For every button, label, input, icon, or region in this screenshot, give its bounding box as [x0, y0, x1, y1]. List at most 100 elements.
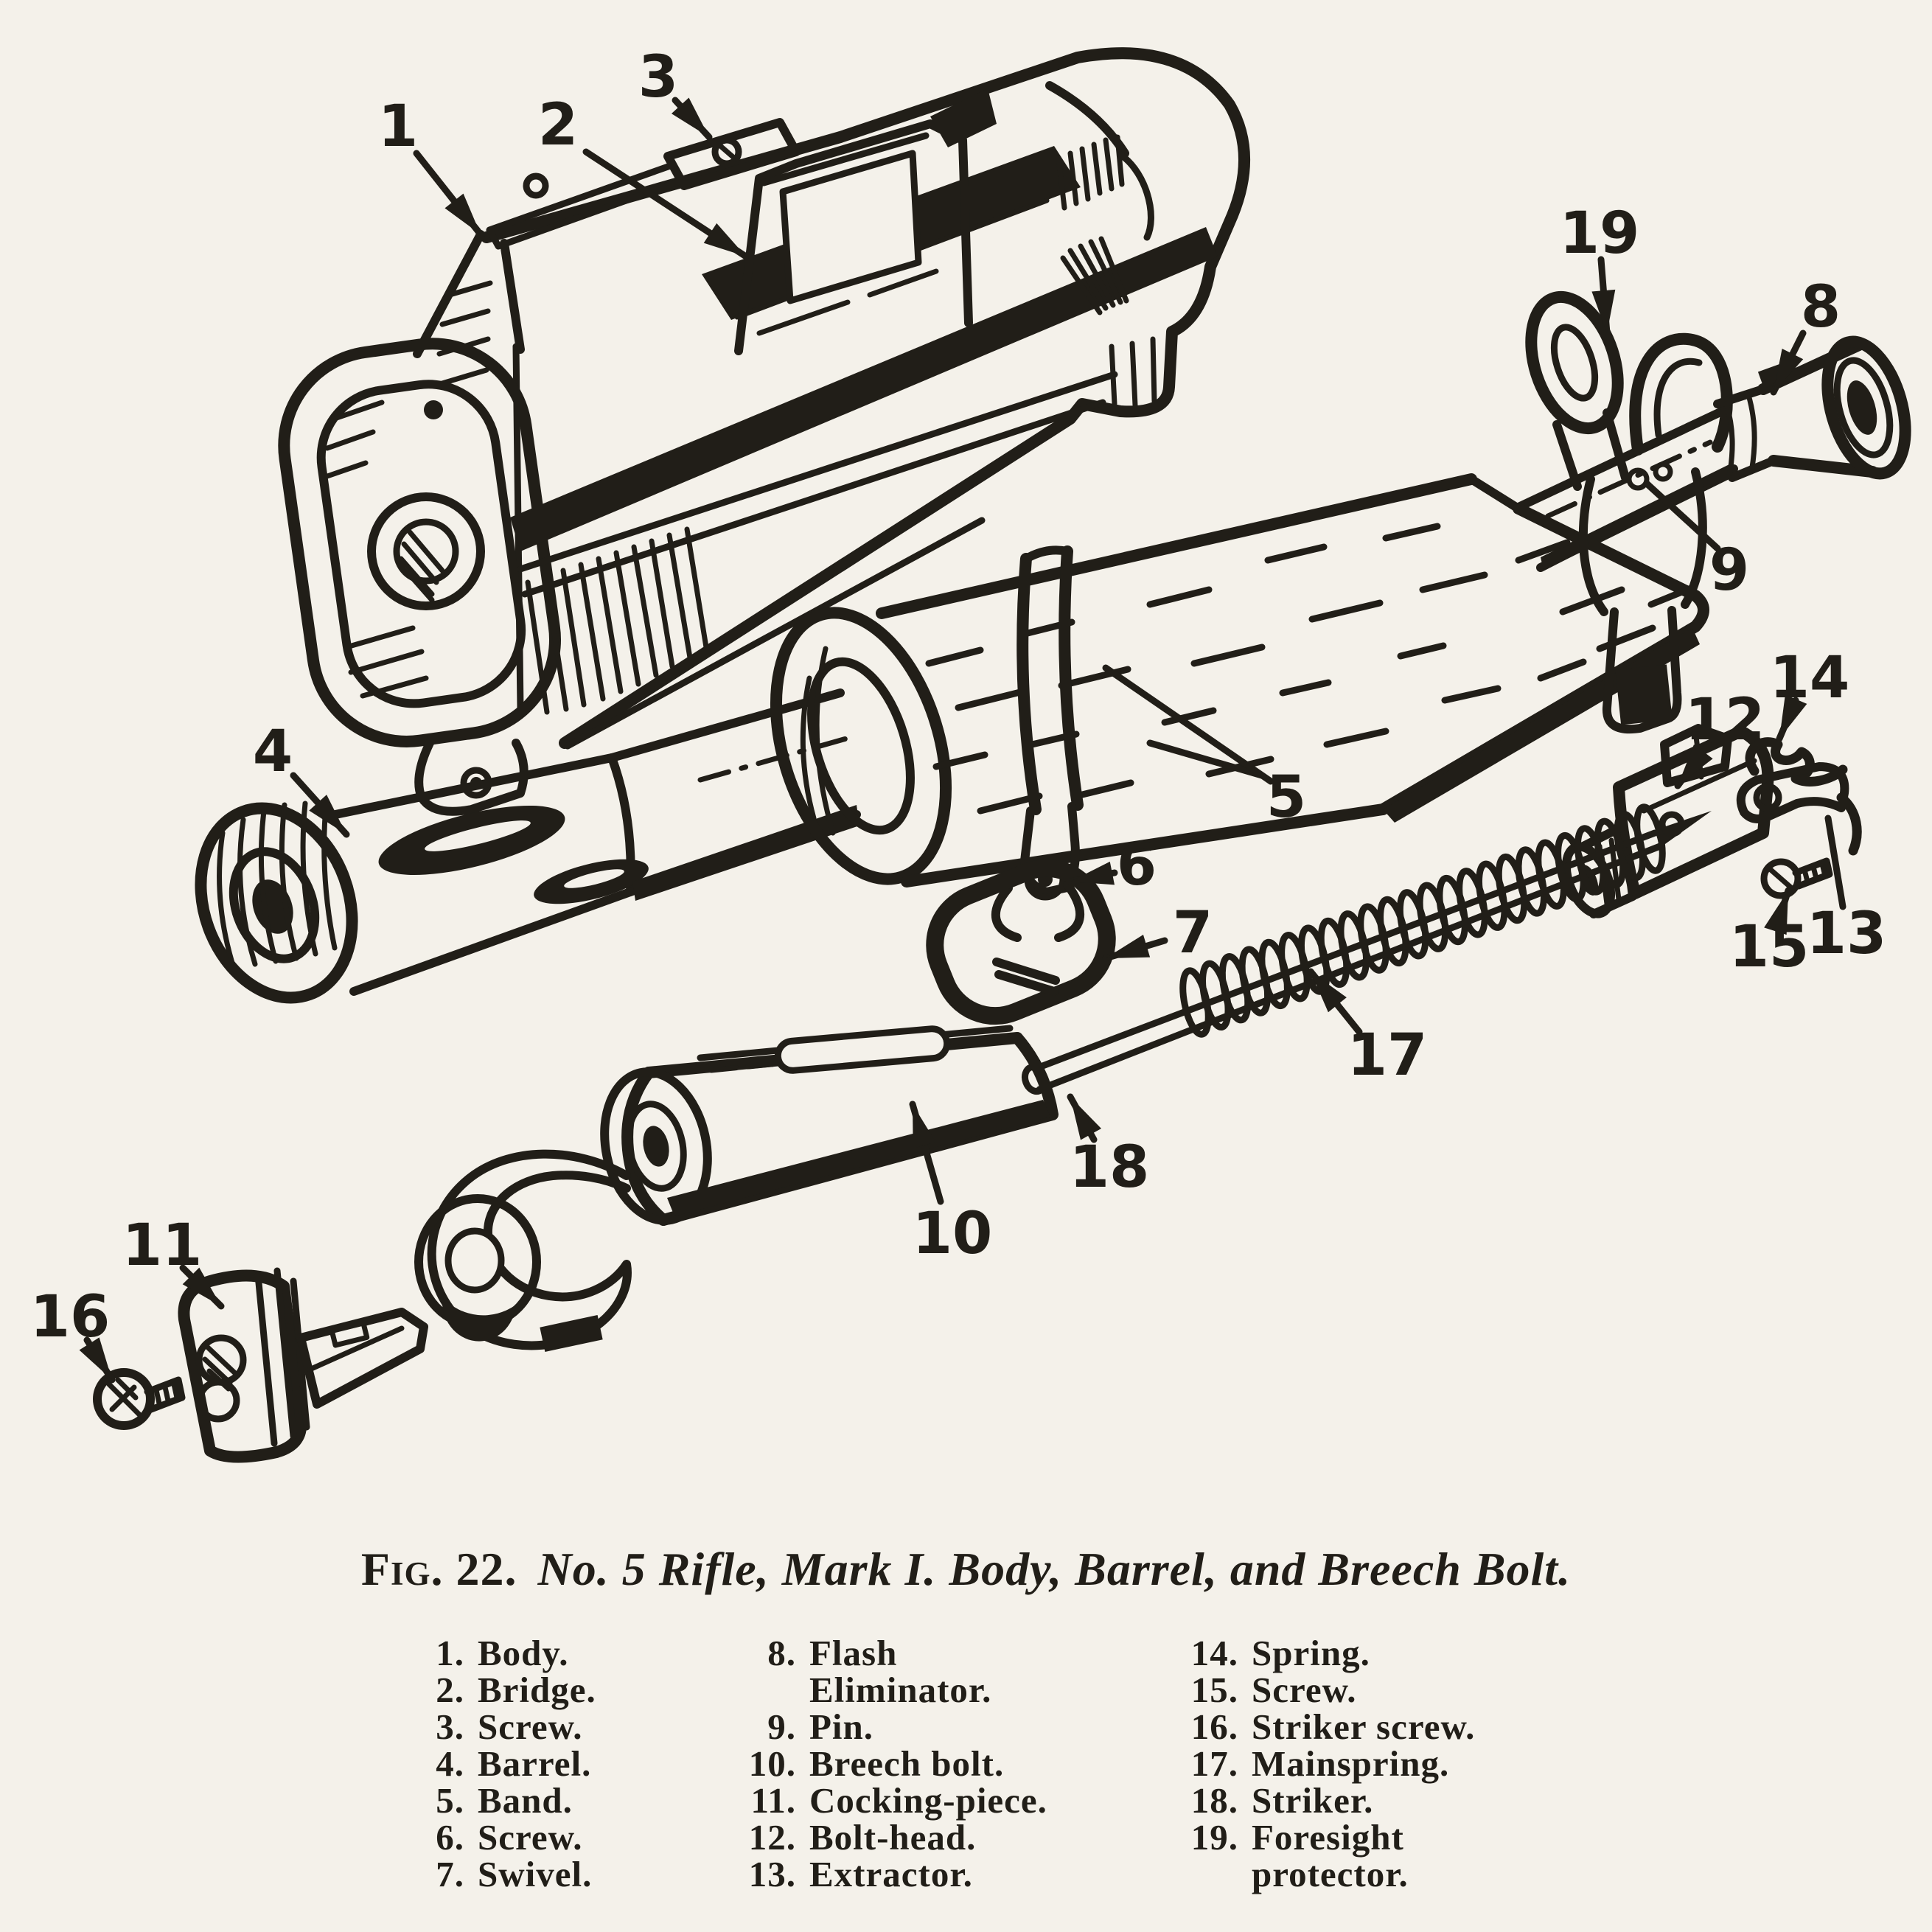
callout-19-leader — [1591, 256, 1616, 337]
legend-item-label: Pin. — [809, 1706, 874, 1747]
legend-item: 13. Extractor. — [726, 1853, 1047, 1894]
pin-drawing — [1626, 461, 1673, 491]
legend-item: Eliminator. — [726, 1669, 1047, 1710]
legend-item: 1. Body. — [402, 1632, 596, 1673]
legend-item: 14.Spring. — [1165, 1632, 1475, 1673]
callout-5-leader — [1146, 739, 1266, 779]
mainspring-striker-drawing — [1021, 803, 1712, 1095]
legend-item: 11. Cocking-piece. — [726, 1779, 1047, 1821]
legend-item-number: 5. — [436, 1780, 464, 1821]
callout-18-leader — [1067, 1093, 1102, 1143]
callout-15-leader — [1764, 887, 1792, 935]
legend-column-1: 1.Body.2.Bridge.3.Screw.4.Barrel.5.Band.… — [402, 1632, 596, 1894]
callout-9-leader — [1643, 480, 1721, 552]
legend-item-label: Swivel. — [478, 1854, 593, 1894]
callout-19-label-foresight-protector: 19 — [1560, 200, 1640, 267]
legend-item: 6. Screw. — [402, 1816, 596, 1858]
legend-item-number: 2. — [436, 1670, 464, 1710]
legend-item: 19.Foresight — [1165, 1816, 1475, 1858]
callout-12-leader — [1674, 741, 1713, 789]
legend-item-number: 16. — [1190, 1706, 1238, 1747]
callout-5-leader-2 — [1102, 664, 1274, 785]
swivel-drawing — [926, 859, 1116, 1025]
legend-item-label: Screw. — [478, 1706, 583, 1747]
callout-14-label-spring: 14 — [1770, 645, 1850, 711]
striker-screw-drawing — [93, 1368, 186, 1430]
callout-17-leader — [1307, 968, 1363, 1036]
callout-11-leader — [179, 1264, 225, 1310]
screw-15-drawing — [1760, 857, 1833, 899]
legend-item-number: 9. — [767, 1706, 796, 1747]
legend-item-number: 6. — [436, 1817, 464, 1858]
legend-item-number: 4. — [436, 1743, 464, 1784]
legend-item: 5. Band. — [402, 1779, 596, 1821]
foresight-protector-drawing — [1525, 290, 1733, 734]
legend-item-label: Eliminator. — [809, 1670, 992, 1710]
legend-item-number: 1. — [436, 1633, 464, 1673]
legend-item: 10. Breech bolt. — [726, 1743, 1047, 1784]
legend-item: 12.Bolt-head. — [726, 1816, 1047, 1858]
legend-item: 7. Swivel. — [402, 1853, 596, 1894]
figure-title: No. 5 Rifle, Mark I. Body, Barrel, and B… — [537, 1543, 1572, 1595]
legend-item: 4. Barrel. — [402, 1743, 596, 1784]
legend-item-label: protector. — [1252, 1854, 1409, 1894]
callout-16-leader — [79, 1336, 116, 1384]
callout-5-label-band: 5 — [1266, 764, 1306, 831]
legend-item-number: 18. — [1190, 1780, 1238, 1821]
legend-item-number: 13. — [748, 1854, 796, 1894]
callout-10-leader — [909, 1101, 944, 1205]
callout-17-label-mainspring: 17 — [1347, 1022, 1428, 1089]
legend-item-label: Flash — [809, 1633, 898, 1673]
legend-item-number: 3. — [436, 1706, 464, 1747]
legend-item: 18.Striker. — [1165, 1779, 1475, 1821]
legend-item: 9. Pin. — [726, 1706, 1047, 1747]
callout-6-leader — [1067, 861, 1118, 885]
legend-item-number: 7. — [436, 1854, 464, 1894]
legend-item-number: 17. — [1190, 1743, 1238, 1784]
callout-3-leader — [671, 97, 713, 141]
callout-2-leader — [582, 148, 750, 260]
callout-15-label-screw: 15 — [1729, 914, 1810, 980]
callout-4-label-barrel: 4 — [253, 719, 293, 785]
legend-item-number: 10. — [748, 1743, 796, 1784]
cocking-piece-drawing — [178, 1267, 428, 1463]
callout-12-label-bolt-head: 12 — [1685, 687, 1765, 753]
callout-1-leader — [413, 150, 484, 238]
legend-item: 15.Screw. — [1165, 1669, 1475, 1710]
breech-bolt-drawing — [414, 1025, 1059, 1352]
callout-8-leader — [1770, 329, 1807, 396]
legend-item: 16. Striker screw. — [1165, 1706, 1475, 1747]
legend-item-label: Screw. — [478, 1817, 583, 1858]
legend-item-number: 11. — [750, 1780, 796, 1821]
spring-drawing — [1745, 737, 1848, 787]
receiver-body-drawing — [278, 47, 1251, 816]
legend-item: 8.Flash — [726, 1632, 1047, 1673]
legend-item-label: Extractor. — [809, 1854, 973, 1894]
callout-9-label-pin: 9 — [1709, 537, 1749, 604]
callout-2-label-bridge: 2 — [538, 92, 578, 158]
legend-item-label: Barrel. — [478, 1743, 592, 1784]
callout-7-leader — [1102, 935, 1168, 962]
callout-4-leader — [290, 772, 350, 838]
callout-13-leader — [1824, 815, 1846, 910]
legend-item-label: Band. — [478, 1780, 573, 1821]
callout-1-label-body: 1 — [378, 94, 418, 160]
legend-item-label: Body. — [478, 1633, 569, 1673]
legend-item: 17.Mainspring. — [1165, 1743, 1475, 1784]
callout-8-label-flash-eliminator: 8 — [1801, 274, 1841, 341]
legend-item-label: Breech bolt. — [809, 1743, 1005, 1784]
legend-item-label: Striker screw. — [1252, 1706, 1476, 1747]
callout-18-label-striker: 18 — [1070, 1134, 1150, 1201]
callout-16-label-striker-screw: 16 — [30, 1284, 111, 1350]
legend-item-label: Cocking-piece. — [809, 1780, 1047, 1821]
legend-item-number: 19. — [1190, 1817, 1238, 1858]
legend-item-number: 12. — [748, 1817, 796, 1858]
mainspring-coil-loop — [1633, 803, 1666, 874]
legend-column-3: 14.Spring.15.Screw.16. Striker screw.17.M… — [1165, 1632, 1475, 1894]
flash-eliminator-drawing — [1713, 335, 1911, 482]
legend-item-label: Screw. — [1252, 1670, 1357, 1710]
